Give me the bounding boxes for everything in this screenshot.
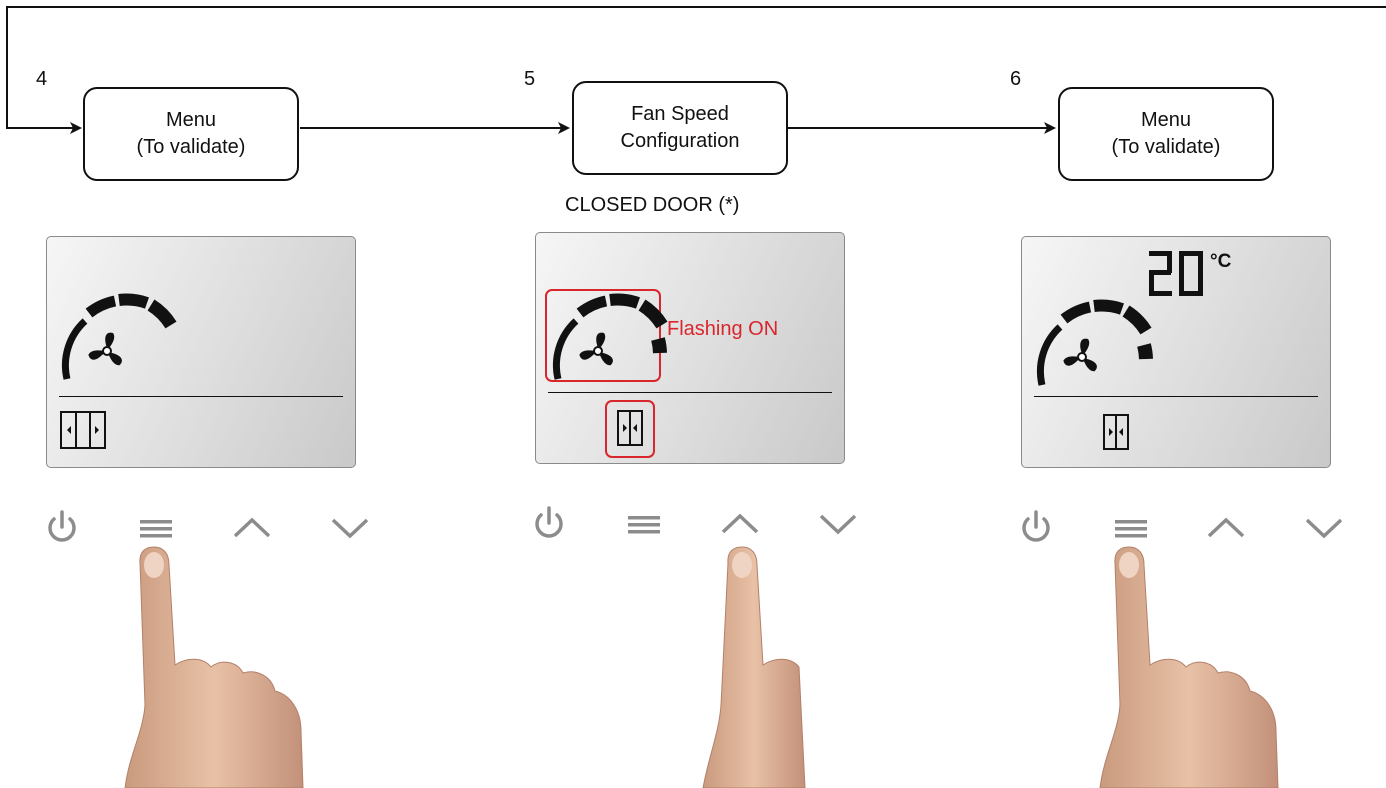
pointing-finger-menu-2: [1099, 546, 1279, 788]
chevron-up-icon[interactable]: [230, 506, 274, 550]
power-icon[interactable]: [40, 506, 84, 550]
menu-icon[interactable]: [136, 508, 180, 552]
door-highlight: [605, 400, 655, 458]
door-closed-icon: [617, 410, 643, 446]
chevron-down-icon[interactable]: [1302, 506, 1346, 550]
fan-gauge-highlight: [545, 289, 661, 382]
step-number-6: 6: [1010, 68, 1022, 90]
fan-speed-gauge-icon: [552, 293, 668, 380]
door-closed-icon: [1103, 414, 1129, 450]
step-label-line1: Menu: [1140, 109, 1192, 131]
step-box-menu-validate-2: Menu (To validate): [1058, 87, 1274, 181]
menu-icon[interactable]: [624, 504, 668, 548]
step-number-4: 4: [36, 68, 48, 90]
step-label-line2: (To validate): [136, 136, 246, 158]
flashing-on-label: Flashing ON: [667, 318, 779, 340]
door-open-icon: [60, 411, 106, 449]
lcd-display-panel-3: °C: [1021, 236, 1331, 468]
temperature-unit: °C: [1210, 251, 1232, 272]
lcd-display-panel-1: [46, 236, 356, 468]
display-divider: [59, 396, 343, 397]
lcd-display-panel-2: Flashing ON: [535, 232, 845, 464]
power-icon[interactable]: [1014, 506, 1058, 550]
closed-door-note: CLOSED DOOR (*): [565, 194, 740, 216]
loop-back-line: [6, 6, 1386, 134]
chevron-down-icon[interactable]: [328, 506, 372, 550]
display-divider: [548, 392, 832, 393]
step-label-line1: Menu: [165, 109, 217, 131]
step-label-line2: Configuration: [620, 130, 740, 152]
pointing-finger-up: [702, 546, 806, 788]
menu-icon[interactable]: [1111, 508, 1155, 552]
fan-speed-gauge-icon: [1036, 299, 1153, 386]
temperature-value: [1149, 251, 1203, 296]
step-label-line1: Fan Speed: [631, 103, 729, 125]
step-box-menu-validate-1: Menu (To validate): [83, 87, 299, 181]
step-box-fan-speed-configuration: Fan Speed Configuration: [572, 81, 788, 175]
power-icon[interactable]: [527, 502, 571, 546]
step-number-5: 5: [524, 68, 536, 90]
chevron-down-icon[interactable]: [816, 502, 860, 546]
pointing-finger-menu-1: [124, 546, 304, 788]
fan-speed-gauge-icon: [61, 293, 177, 380]
chevron-up-icon[interactable]: [718, 502, 762, 546]
chevron-up-icon[interactable]: [1204, 506, 1248, 550]
step-label-line2: (To validate): [1111, 136, 1221, 158]
display-divider: [1034, 396, 1318, 397]
